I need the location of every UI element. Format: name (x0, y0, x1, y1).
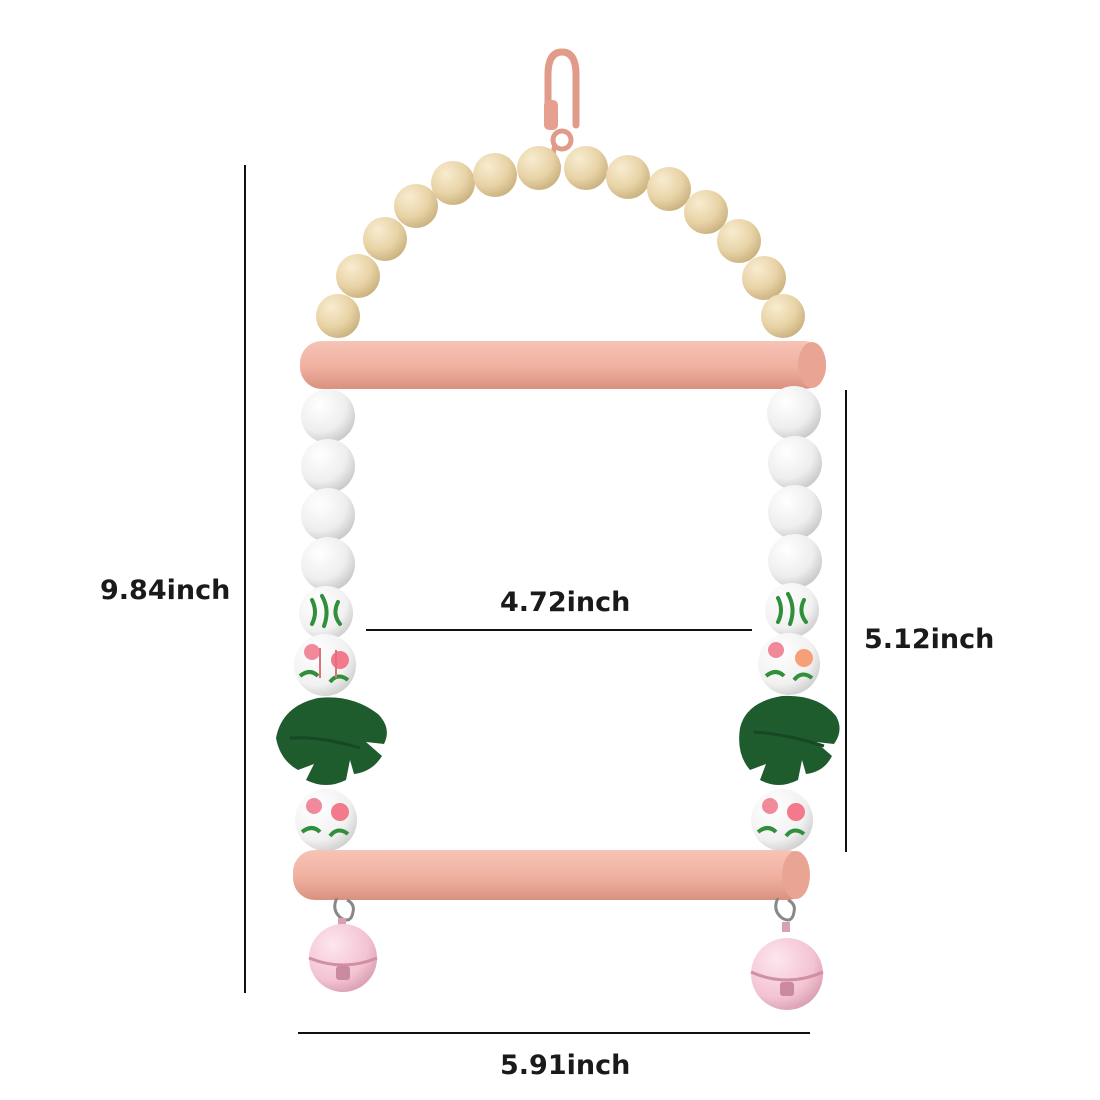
inner-width-label: 4.72inch (500, 587, 631, 618)
arch-bead (431, 161, 475, 205)
arch-bead (517, 146, 561, 190)
white-bead (768, 485, 822, 539)
top-perch (300, 341, 826, 389)
arch-beads (316, 146, 805, 338)
overall-width-label: 5.91inch (500, 1050, 631, 1081)
arch-bead (363, 217, 407, 261)
white-bead (768, 436, 822, 490)
arch-bead (564, 146, 608, 190)
inner-width-dimension-line (366, 629, 752, 631)
cactus-print-bead (299, 586, 353, 640)
cactus-print-bead (765, 583, 819, 637)
right-bead-column (739, 386, 840, 851)
monstera-leaf (739, 695, 840, 785)
flamingo-print-bead (294, 634, 356, 696)
right-bell (750, 897, 824, 1010)
flamingo-print-bead (758, 633, 820, 695)
arch-bead (684, 190, 728, 234)
arch-bead (647, 167, 691, 211)
arch-bead (742, 256, 786, 300)
arch-bead (717, 219, 761, 263)
white-bead (768, 534, 822, 588)
height-label: 9.84inch (100, 575, 231, 606)
height-dimension-line (244, 165, 246, 993)
white-bead (301, 389, 355, 443)
flamingo-print-bead (751, 789, 813, 851)
arch-bead (336, 254, 380, 298)
flamingo-print-bead (295, 789, 357, 851)
arch-bead (394, 184, 438, 228)
arch-bead (761, 294, 805, 338)
overall-width-dimension-line (298, 1032, 810, 1034)
white-bead (301, 488, 355, 542)
monstera-leaf (276, 697, 387, 785)
arch-bead (473, 153, 517, 197)
inner-height-dimension-line (845, 390, 847, 852)
bottom-perch (293, 850, 810, 900)
white-bead (767, 386, 821, 440)
left-bead-column (276, 389, 387, 851)
inner-height-label: 5.12inch (864, 624, 995, 655)
white-bead (301, 439, 355, 493)
left-bell (308, 897, 378, 992)
arch-bead (316, 294, 360, 338)
arch-bead (606, 155, 650, 199)
white-bead (301, 537, 355, 591)
